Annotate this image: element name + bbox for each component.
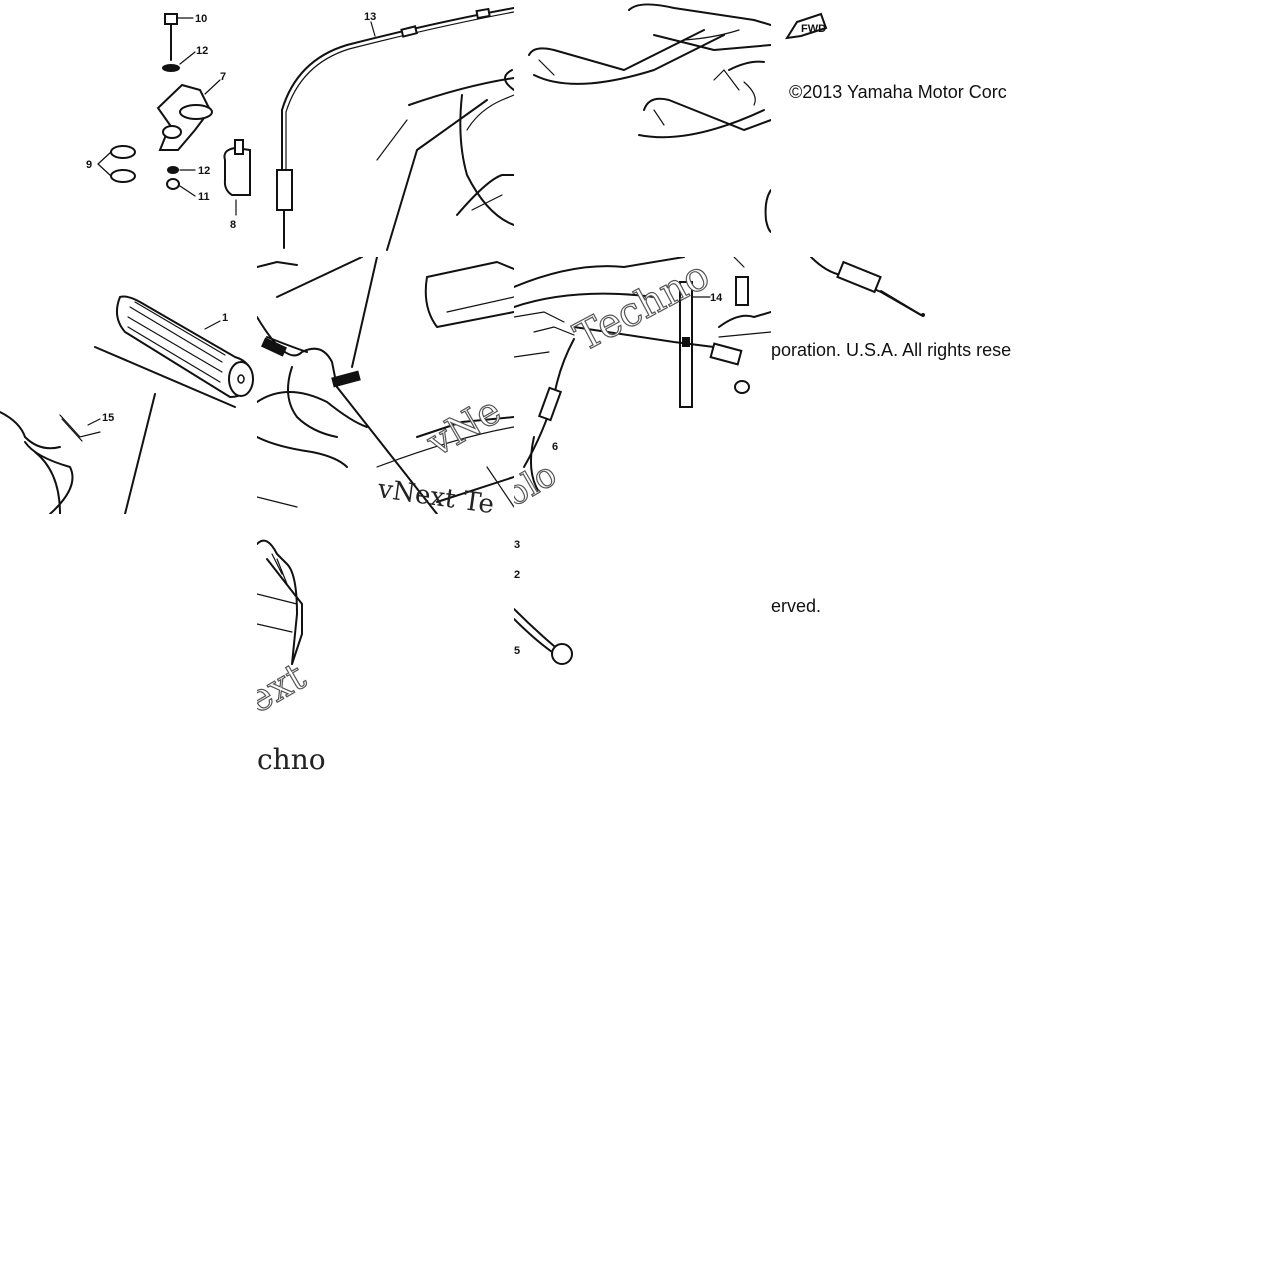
watermark-text-1: vNext Te (375, 474, 496, 514)
copyright-fragment-1: ©2013 Yamaha Motor Corc (789, 82, 1007, 102)
watermark-text-4: ext (257, 654, 313, 722)
callout-12b: 12 (198, 165, 210, 177)
callout-12a: 12 (196, 45, 208, 57)
tail-bracket-drawing: ext chno (257, 539, 326, 771)
diagram-tile-cable: 13 (257, 0, 514, 257)
callout-6: 6 (552, 441, 558, 453)
callout-9: 9 (86, 159, 92, 171)
callout-15: 15 (102, 412, 114, 424)
copyright-fragment-2: poration. U.S.A. All rights rese (771, 340, 1012, 360)
callout-13: 13 (364, 11, 376, 23)
diagram-tile-grip: 1 15 (0, 257, 257, 514)
brake-lever-drawing: 14 6 Techno olo (514, 257, 771, 514)
seat-cable-routing-drawing: vNext Te vNe (257, 257, 514, 514)
callout-1: 1 (222, 312, 228, 324)
throttle-cable-drawing: 13 (276, 7, 514, 251)
diagram-tile-knob: 3 2 5 erved. (514, 514, 828, 674)
diagram-tile-seat: vNext Te vNe (257, 257, 514, 514)
handlebar-grip-drawing: 1 15 (0, 295, 254, 514)
callout-11: 11 (198, 191, 210, 203)
diagram-tile-cable-end: poration. U.S.A. All rights rese (771, 257, 1028, 514)
diagram-tile-skis (514, 0, 771, 257)
callout-5: 5 (514, 645, 520, 657)
fwd-arrow-drawing: FWD (785, 12, 828, 40)
diagram-tile-tail: ext chno (257, 514, 328, 771)
diagram-tile-fwd: FWD ©2013 Yamaha Motor Corc (771, 0, 1028, 257)
fwd-label: FWD (801, 23, 826, 35)
diagram-tile-lever: 14 6 Techno olo (514, 257, 771, 514)
callout-3: 3 (514, 539, 520, 551)
fwd-arrow-icon: FWD (785, 12, 828, 40)
choke-knob-drawing: 3 2 5 (514, 539, 573, 665)
copyright-fragment-3: erved. (771, 596, 822, 616)
diagram-tile-bracket: 10 12 7 9 12 11 8 (0, 0, 257, 257)
watermark-text-5: chno (257, 743, 326, 771)
watermark-text-6: olo (514, 454, 563, 514)
cable-end-drawing (810, 257, 925, 317)
watermark-text-2: vNe (419, 388, 509, 465)
callout-14: 14 (710, 292, 723, 304)
callout-7: 7 (220, 71, 226, 83)
bracket-assembly-drawing: 10 12 7 9 12 11 8 (86, 13, 251, 231)
callout-10: 10 (195, 13, 207, 25)
callout-2: 2 (514, 569, 520, 581)
snowmobile-skis-drawing (528, 3, 771, 233)
callout-8: 8 (230, 219, 236, 231)
